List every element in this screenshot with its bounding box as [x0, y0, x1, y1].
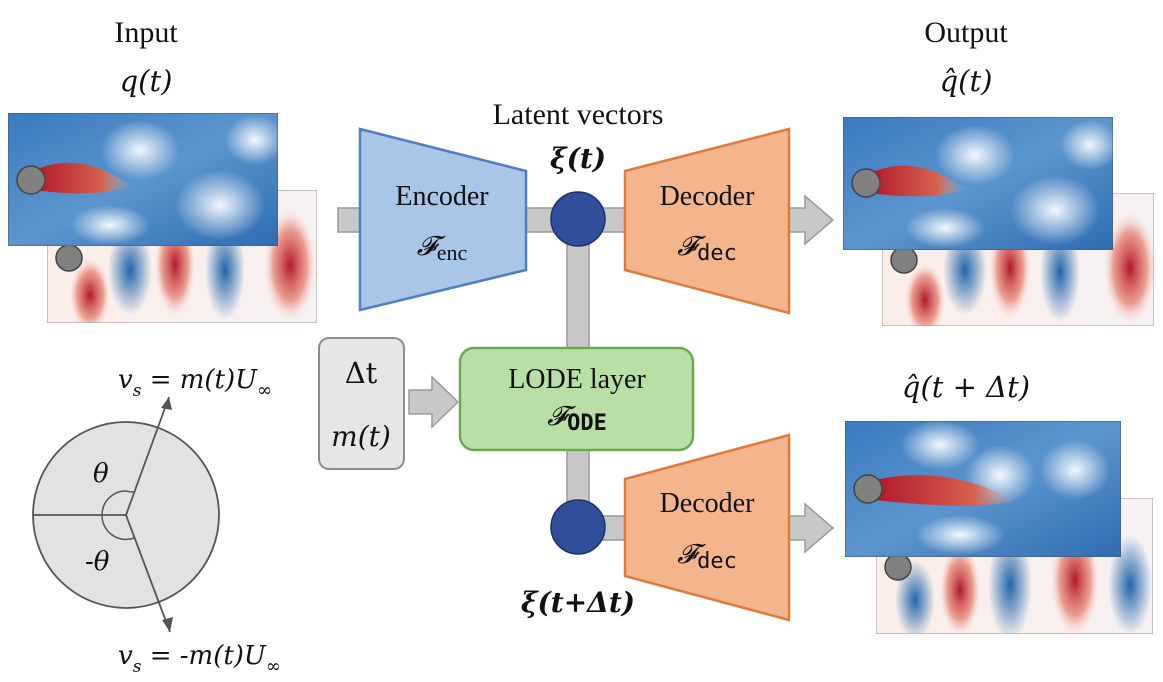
decoder-block-bottom [623, 433, 791, 622]
future-variable: q̂(t + Δt) [902, 370, 1030, 404]
cylinder-icon [851, 168, 881, 198]
input-variable: q(t) [120, 64, 173, 98]
latent-future-label: ξ(t+Δt) [521, 586, 635, 619]
latent-node-now [550, 191, 606, 247]
mt-label: m(t) [331, 420, 391, 453]
lode-label: LODE layer [508, 364, 646, 395]
vs-bottom-equation: vs = -m(t)U∞ [118, 641, 281, 677]
output-variable: q̂(t) [940, 64, 993, 98]
output-field-front [843, 117, 1113, 250]
lode-symbol: 𝓕ODE [547, 401, 607, 436]
decoder-top-label: Decoder [660, 181, 756, 212]
lode-layer-block [458, 346, 695, 452]
encoder-symbol: 𝓕enc [417, 231, 468, 265]
latent-now-label: ξ(t) [550, 142, 606, 175]
decoder-block-top [623, 127, 791, 315]
output-title: Output [924, 16, 1008, 49]
actuation-diagram [32, 396, 220, 633]
control-arrow [408, 375, 460, 429]
input-field-front [8, 113, 278, 246]
latent-node-future [550, 499, 606, 555]
theta-positive-label: θ [93, 459, 109, 489]
cylinder-icon [55, 244, 83, 272]
cylinder-icon [890, 246, 918, 274]
cylinder-icon [853, 474, 883, 504]
cylinder-icon [884, 553, 912, 581]
arrowhead-icon [162, 617, 173, 632]
encoder-block [358, 127, 528, 312]
control-input-box [318, 337, 405, 470]
vs-top-equation: vs = m(t)U∞ [118, 365, 272, 401]
cylinder-icon [16, 165, 46, 195]
future-field-front [845, 421, 1121, 557]
encoder-label: Encoder [395, 181, 489, 212]
latent-title: Latent vectors [493, 98, 664, 131]
input-title: Input [114, 16, 178, 49]
decoder-bottom-label: Decoder [660, 488, 756, 519]
arrowhead-icon [161, 397, 172, 410]
theta-negative-label: -θ [85, 547, 110, 577]
dt-label: Δt [345, 356, 378, 390]
